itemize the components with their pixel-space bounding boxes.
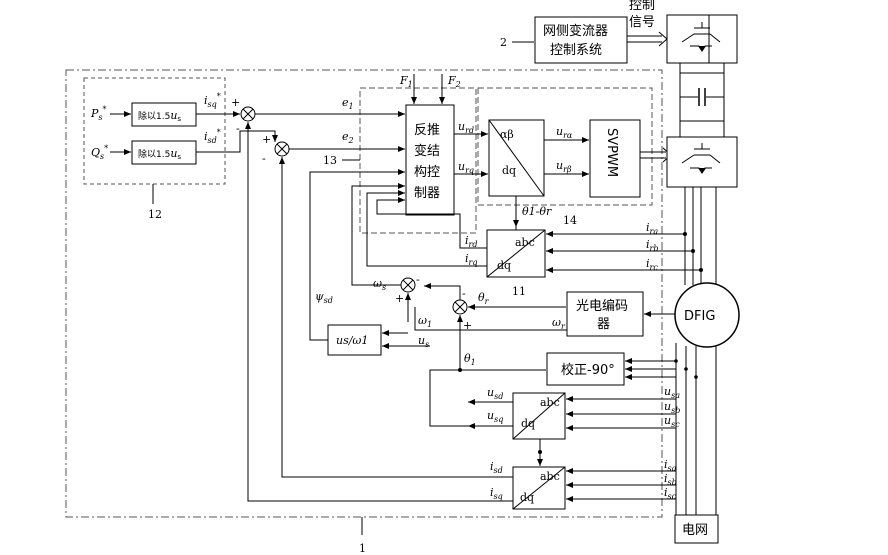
svg-text:变结: 变结 [414, 143, 440, 159]
svg-text:αβ: αβ [500, 128, 514, 141]
e2-label: e2 [342, 130, 354, 145]
svg-text:us: us [418, 334, 429, 349]
correction-block [546, 352, 625, 386]
svg-text:反推: 反推 [414, 123, 440, 138]
svg-text:ird: ird [465, 234, 477, 249]
svg-text:θr: θr [478, 291, 490, 306]
svg-text:usc: usc [664, 414, 680, 429]
svg-text:isd: isd [490, 460, 503, 475]
label-14: 14 [563, 214, 577, 227]
svg-text:irb: irb [646, 238, 658, 253]
svg-text:+: + [262, 133, 271, 146]
e1-label: e1 [342, 96, 354, 111]
grid-side-converter [666, 14, 738, 64]
svg-text:控制: 控制 [629, 0, 655, 13]
svg-text:校正-90°: 校正-90° [561, 362, 615, 378]
svg-text:urα: urα [556, 125, 573, 140]
svg-text:dq: dq [520, 491, 534, 504]
isd-ref-label: isd* [204, 128, 221, 145]
svg-text:网侧变流器: 网侧变流器 [543, 23, 608, 39]
dashed-block-13 [359, 87, 477, 234]
svg-text:dq: dq [497, 259, 511, 272]
svg-text:光电编码: 光电编码 [576, 299, 628, 314]
svg-text:usa: usa [664, 385, 680, 400]
svg-text:abc: abc [540, 470, 560, 483]
svg-text:isc: isc [664, 486, 677, 501]
svg-text:urq: urq [458, 160, 474, 175]
svg-text:abc: abc [540, 396, 560, 409]
svg-text:dq: dq [521, 417, 535, 430]
svg-text:isa: isa [664, 458, 677, 473]
svpwm-label: SVPWM [604, 128, 619, 177]
svg-text:isq: isq [490, 486, 503, 501]
svg-text:us/ω1: us/ω1 [336, 334, 368, 347]
dfig-generator [674, 282, 740, 348]
label-2: 2 [500, 36, 507, 49]
svg-text:控制系统: 控制系统 [550, 43, 602, 58]
theta-diff-label: θ1-θr [522, 205, 552, 218]
svg-text:+: + [463, 319, 472, 332]
us-omega-block [327, 324, 382, 356]
qs-label: Qs* [91, 144, 108, 161]
isq-ref-label: isq* [204, 92, 221, 109]
svg-text:ω1: ω1 [418, 314, 432, 329]
dashed-block-14 [477, 87, 653, 206]
svg-text:θ1: θ1 [464, 352, 476, 367]
dfig-label: DFIG [684, 309, 715, 324]
dashed-block-12 [83, 77, 226, 185]
svg-text:usd: usd [487, 386, 503, 401]
svg-text:abc: abc [515, 236, 535, 249]
backstepping-controller-block [405, 104, 455, 216]
svg-text:除以1.5us: 除以1.5us [138, 109, 181, 123]
svg-text:-: - [262, 152, 266, 165]
svg-text:isb: isb [664, 472, 677, 487]
svg-text:usq: usq [487, 409, 503, 424]
svg-text:urd: urd [458, 120, 474, 135]
grid-label: 电网 [682, 523, 708, 538]
svg-text:ωs: ωs [373, 277, 386, 292]
svg-text:器: 器 [597, 317, 610, 332]
svg-text:-: - [416, 273, 420, 286]
svg-text:dq: dq [502, 164, 516, 177]
svg-text:+: + [231, 96, 240, 109]
label-13: 13 [323, 154, 337, 167]
svg-text:ωr: ωr [552, 316, 566, 331]
svg-text:usb: usb [664, 400, 680, 415]
svg-text:irc: irc [646, 257, 658, 272]
svg-text:制器: 制器 [414, 186, 440, 201]
label-11: 11 [512, 285, 526, 298]
ps-label: Ps* [90, 105, 107, 122]
grid-block [674, 514, 719, 544]
svg-text:构控: 构控 [414, 165, 440, 180]
svg-text:除以1.5us: 除以1.5us [138, 147, 181, 161]
label-12: 12 [148, 208, 162, 221]
svg-text:-: - [462, 287, 466, 300]
svg-text:ψsd: ψsd [315, 290, 333, 305]
svg-text:信号: 信号 [629, 15, 655, 30]
svg-text:-: - [236, 122, 240, 135]
svg-text:ira: ira [646, 221, 658, 236]
label-1: 1 [359, 542, 366, 555]
outer-dashed-boundary [65, 69, 663, 518]
svg-text:urβ: urβ [556, 159, 572, 174]
grid-side-control-block [534, 16, 628, 64]
svg-text:F2: F2 [447, 74, 461, 89]
svg-text:+: + [395, 292, 404, 305]
encoder-block [566, 291, 644, 337]
svg-text:irq: irq [465, 252, 477, 267]
svg-text:F1: F1 [399, 74, 413, 89]
